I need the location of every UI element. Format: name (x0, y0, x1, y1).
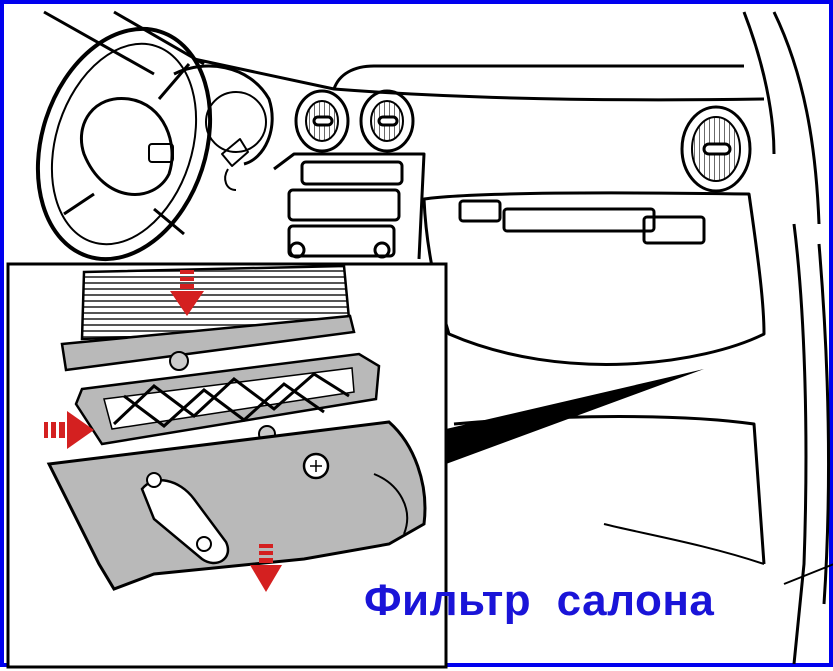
arrow-down-icon (250, 544, 282, 592)
pointer-wedge (446, 369, 704, 464)
center-vent-left (294, 89, 350, 153)
steering-wheel (35, 26, 213, 262)
caption-title: Фильтр салона (364, 576, 715, 625)
cabin-filter-element (60, 264, 356, 372)
filter-cover (46, 420, 427, 591)
filter-inset-panel (6, 262, 704, 669)
filter-holder-frame (74, 351, 381, 446)
side-vent (680, 105, 752, 193)
center-vent-right (359, 89, 415, 153)
dashboard-illustration (6, 10, 833, 669)
arrow-right-icon (44, 411, 94, 449)
car-interior (35, 10, 833, 665)
arrow-down-icon (170, 270, 204, 316)
